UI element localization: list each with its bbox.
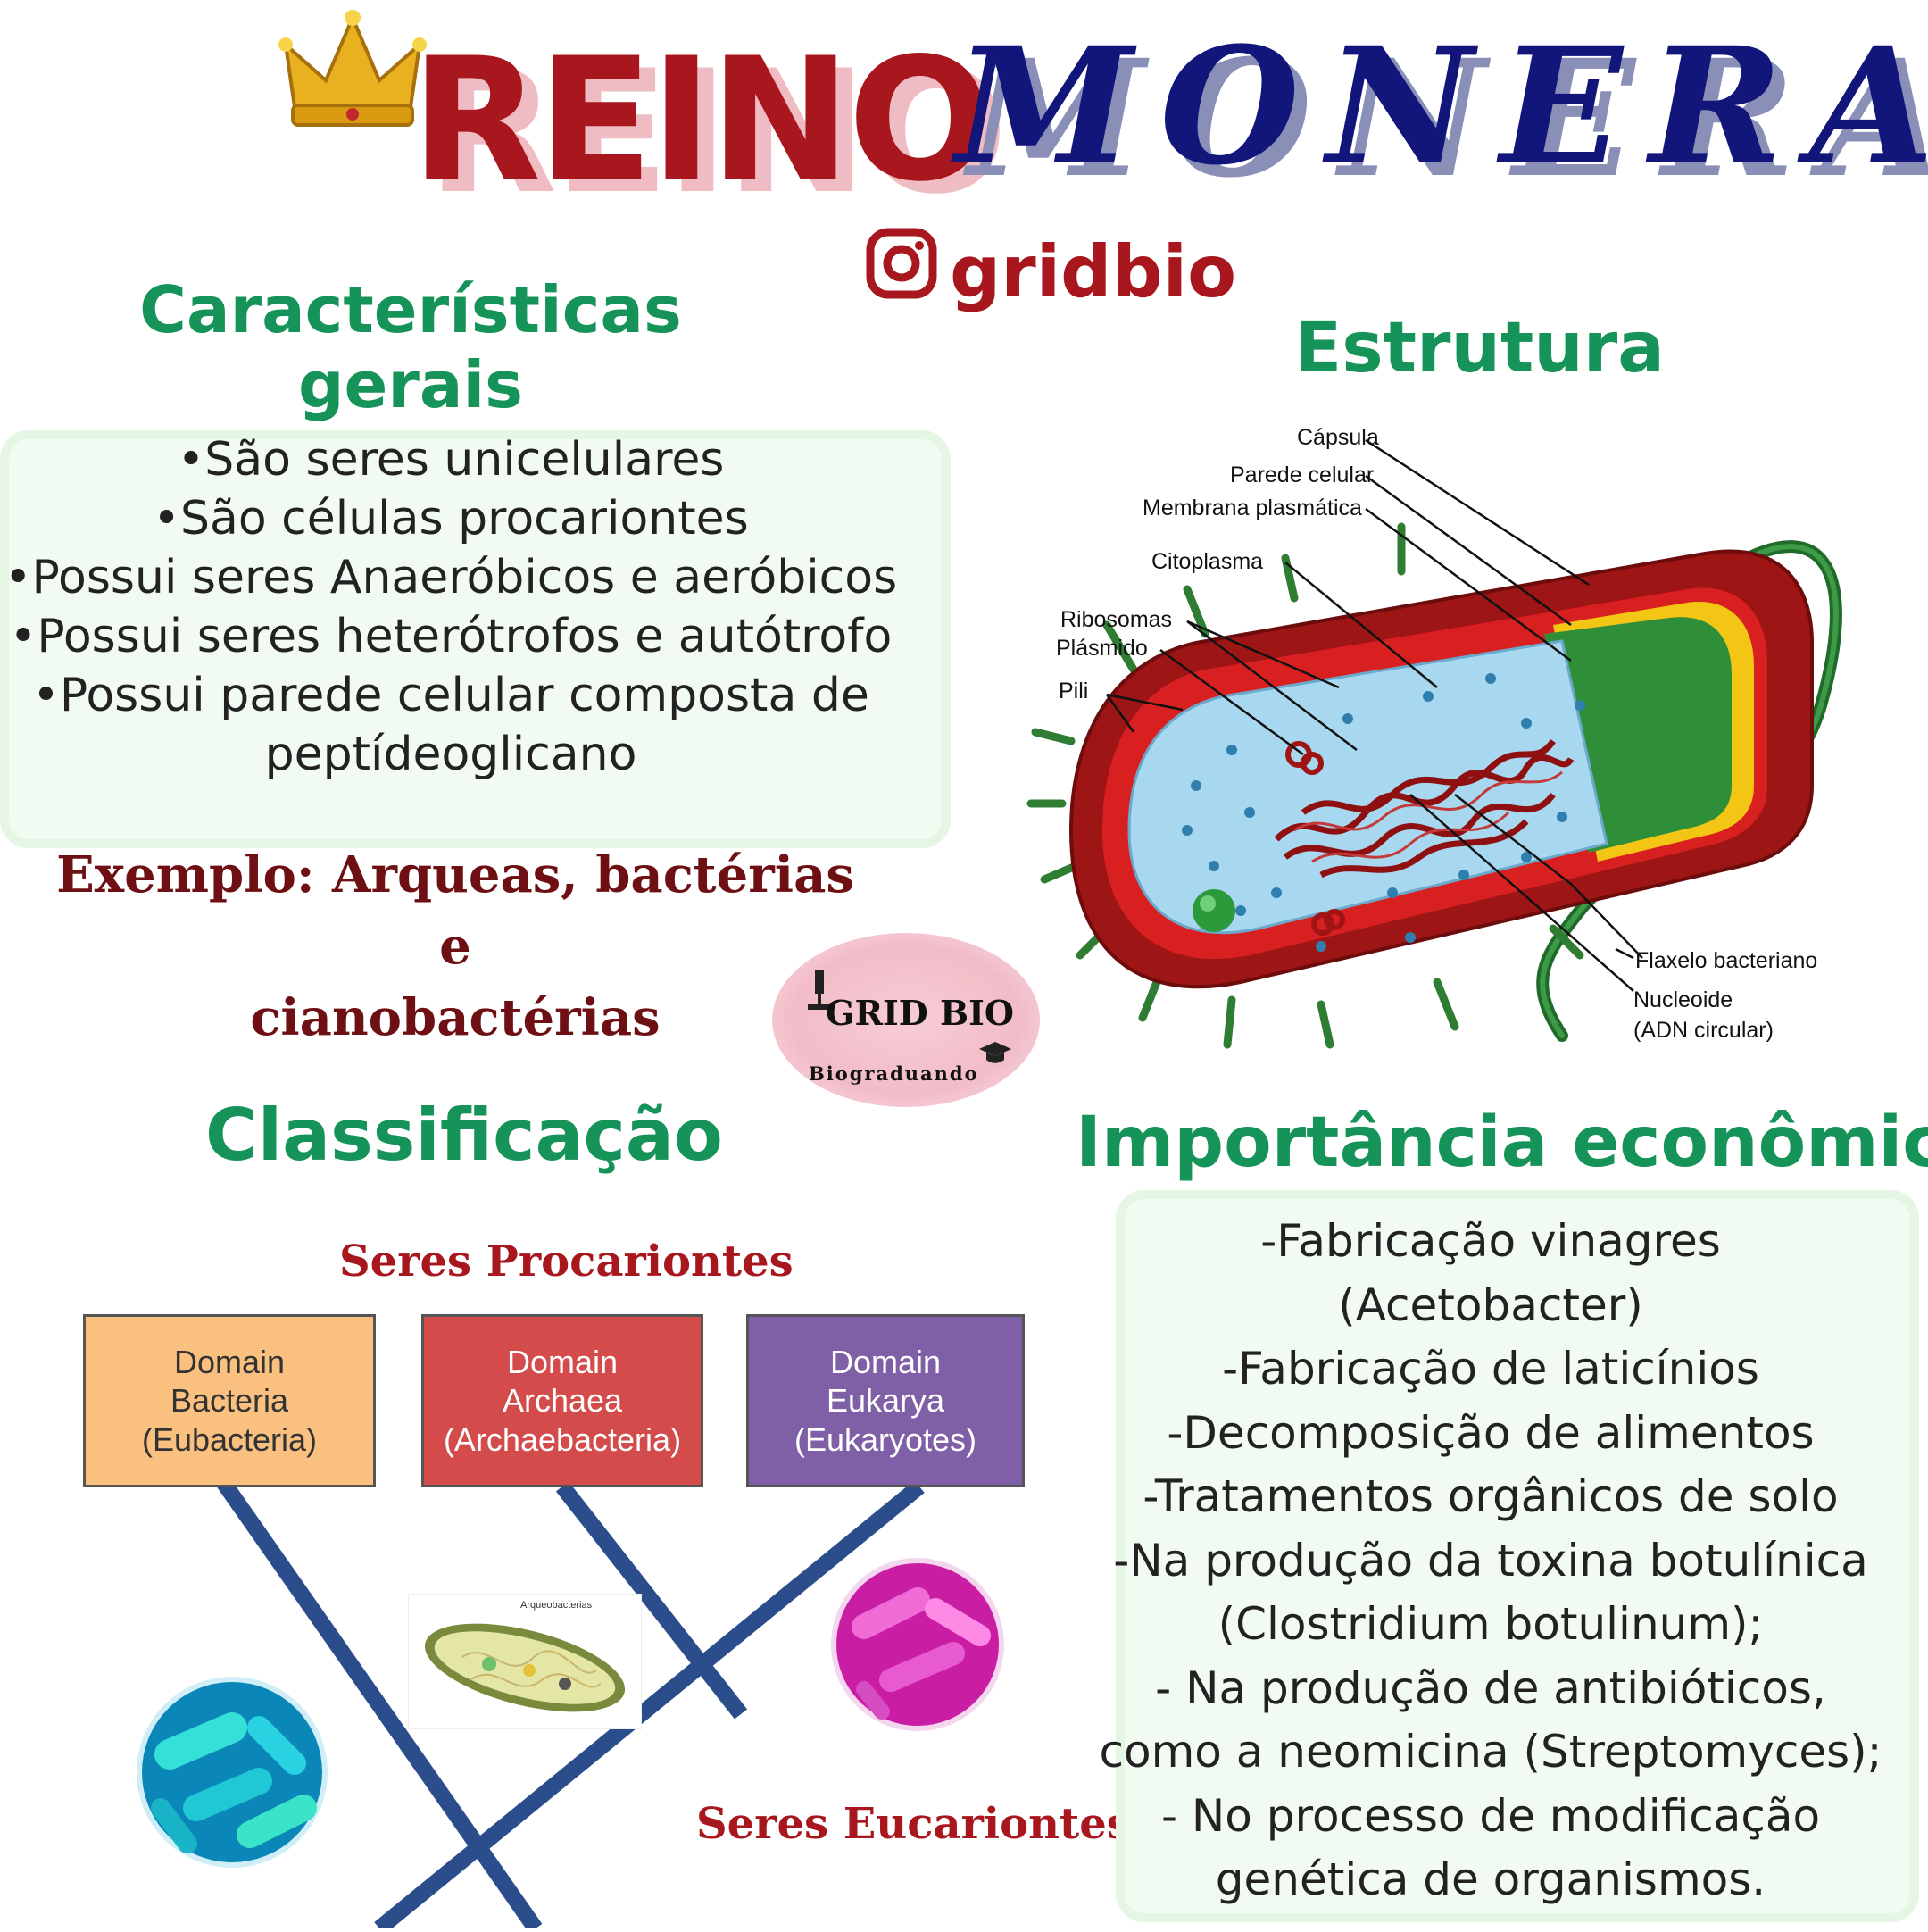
domain-eukarya-box: Domain Eukarya (Eukaryotes) [746,1314,1025,1487]
list-item: (Acetobacter) [1338,1278,1643,1331]
caracteristicas-heading-line1: Características [139,272,682,347]
list-item: -Fabricação vinagres [1260,1215,1721,1267]
instagram-icon [866,228,937,316]
caracteristicas-list: •São seres unicelulares •São células pro… [0,430,902,784]
title-reino: REINO [411,21,992,219]
domain-archaea-l1: Domain [506,1344,619,1381]
label-capsula: Cápsula [1297,425,1379,450]
domain-archaea-box: Domain Archaea (Archaebacteria) [421,1314,703,1487]
importancia-box [1116,1190,1919,1922]
list-item: •Possui seres Anaeróbicos e aeróbicos [4,551,898,604]
label-citoplasma: Citoplasma [1151,549,1264,574]
list-item: •Possui seres heterótrofos e autótrofo [9,610,893,663]
bacteria-diagram [1026,411,1928,1089]
domain-archaea-l3: (Archaebacteria) [443,1420,682,1458]
microscope-icon [806,969,833,1017]
eucariontes-label: Seres Eucariontes [696,1799,1131,1849]
eukarya-circle-image [828,1555,1007,1737]
domain-bacteria-l3: (Eubacteria) [141,1420,318,1458]
caracteristicas-heading: Características gerais [80,272,741,422]
label-parede: Parede celular [1230,462,1375,487]
classificacao-heading: Classificação [205,1094,723,1177]
gridbio-logo [772,933,1040,1107]
label-nucleoide-sub: (ADN circular) [1633,1018,1774,1043]
caracteristicas-heading-line2: gerais [298,347,523,422]
list-item: •São células procariontes [153,492,749,545]
crown-icon [277,9,428,143]
importancia-heading: Importância econômica [1076,1103,1928,1183]
label-flaxelo: Flaxelo bacteriano [1635,948,1818,973]
list-item: peptídeoglicano [264,728,637,781]
domain-bacteria-box: Domain Bacteria (Eubacteria) [83,1314,376,1487]
phylogenetic-tree [0,1473,982,1932]
domain-bacteria-l2: Bacteria [170,1382,289,1420]
logo-name: GRID BIO [826,993,1014,1033]
exemplo-text: Exemplo: Arqueas, bactérias e cianobacté… [36,839,875,1053]
exemplo-line2: cianobactérias [250,988,661,1047]
graduation-cap-icon [977,1040,1013,1070]
list-item: como a neomicina (Streptomyces); [1099,1726,1882,1778]
estrutura-heading: Estrutura [1294,308,1665,388]
label-pili: Pili [1059,679,1089,704]
list-item: (Clostridium botulinum); [1217,1598,1764,1650]
instagram-handle-text: gridbio [950,230,1237,313]
label-plasmido: Plásmido [1056,636,1148,661]
domain-bacteria-l1: Domain [173,1344,286,1381]
list-item: genética de organismos. [1215,1853,1766,1905]
archaea-image-label: Arqueobacterias [520,1600,593,1611]
list-item: - No processo de modificação [1160,1789,1821,1842]
exemplo-line1: Exemplo: Arqueas, bactérias e [56,845,854,976]
bacteria-circle-image [134,1674,330,1874]
title-monera: MONERA [955,12,1928,201]
domain-eukarya-l1: Domain [829,1344,942,1381]
procariontes-label: Seres Procariontes [339,1237,794,1287]
label-membrana: Membrana plasmática [1143,495,1362,520]
domain-eukarya-l2: Eukarya [826,1382,945,1420]
list-item: -Fabricação de laticínios [1222,1343,1759,1395]
caracteristicas-box [0,430,951,848]
domain-archaea-l2: Archaea [502,1382,623,1420]
archaea-image: Arqueobacterias [408,1594,642,1729]
importancia-list: -Fabricação vinagres (Acetobacter) -Fabr… [1089,1210,1892,1912]
label-nucleoide: Nucleoide [1633,987,1733,1012]
logo-sub: Biograduando [809,1062,979,1085]
list-item: - Na produção de antibióticos, [1155,1661,1826,1714]
list-item: •São seres unicelulares [177,433,725,487]
instagram-handle: gridbio [866,228,1236,316]
list-item: -Decomposição de alimentos [1167,1406,1815,1459]
label-ribosomas: Ribosomas [1060,607,1173,632]
list-item: -Na produção da toxina botulínica [1113,1534,1868,1586]
domain-eukarya-l3: (Eukaryotes) [794,1420,977,1458]
list-item: •Possui parede celular composta de [32,669,869,722]
list-item: -Tratamentos orgânicos de solo [1143,1470,1839,1522]
